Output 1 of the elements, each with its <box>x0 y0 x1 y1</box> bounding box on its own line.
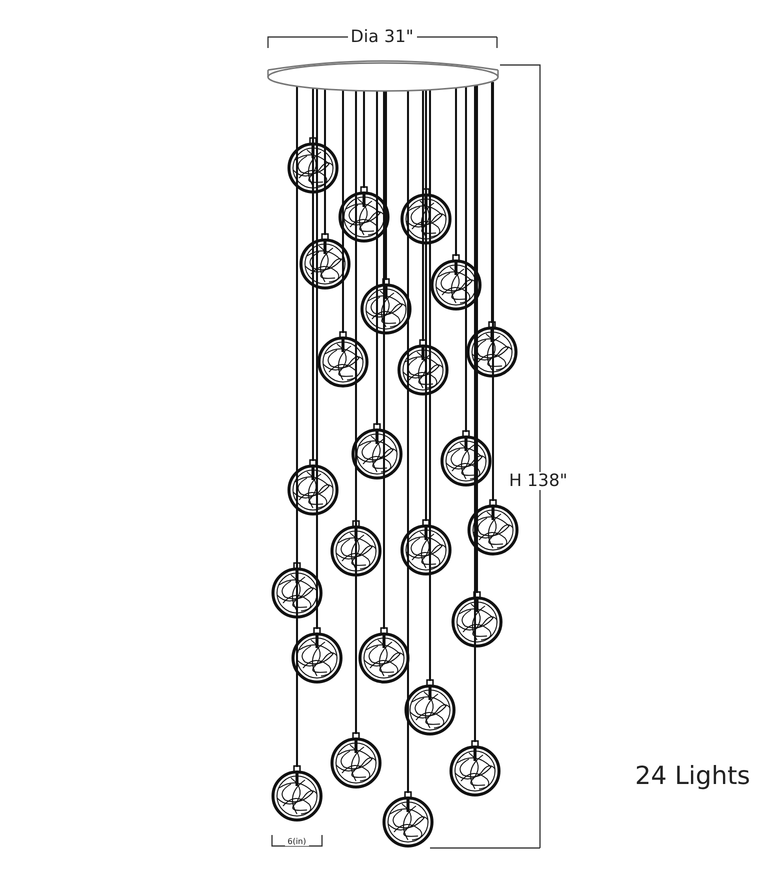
dimension-label: 6(in) <box>284 838 310 846</box>
